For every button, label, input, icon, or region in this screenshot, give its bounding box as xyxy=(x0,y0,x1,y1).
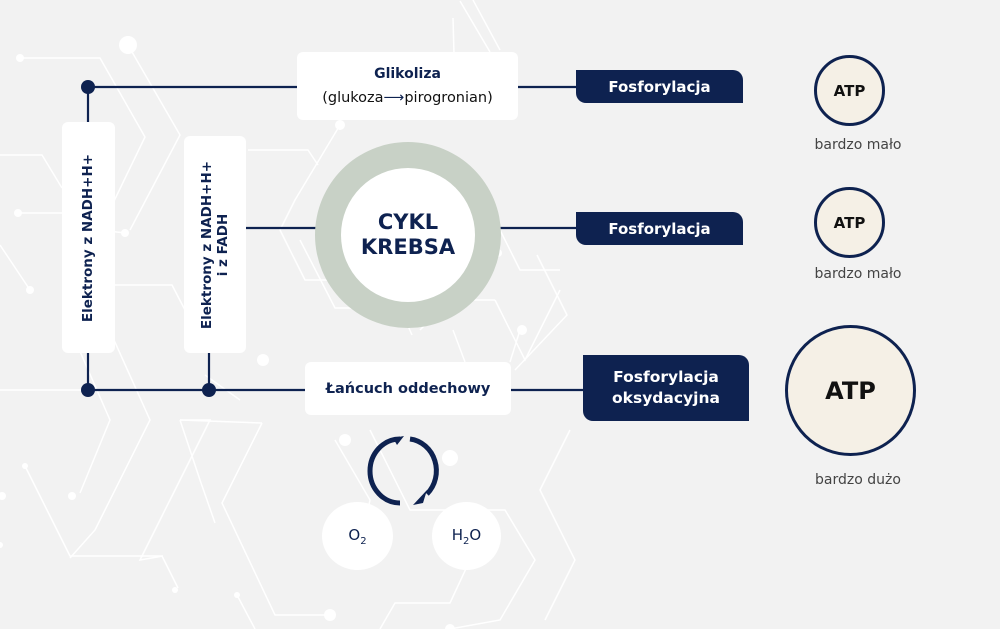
atp-amount-3: bardzo dużo xyxy=(815,472,901,488)
krebs-cycle-center: CYKL KREBSA xyxy=(341,168,475,302)
krebs-line1: CYKL xyxy=(377,210,439,234)
atp-label: ATP xyxy=(833,81,866,100)
oxidative-phosphorylation-line1: Fosforylacja xyxy=(613,368,719,386)
atp-label: ATP xyxy=(833,213,866,232)
oxidative-phosphorylation-box: Fosforylacja oksydacyjna xyxy=(583,355,749,421)
electrons-nadh-box: Elektrony z NADH+H+ xyxy=(62,122,115,353)
phosphorylation-label: Fosforylacja xyxy=(608,77,711,96)
respiratory-chain-label: Łańcuch oddechowy xyxy=(325,380,491,397)
atp-circle-1: ATP xyxy=(814,55,885,126)
oxidative-phosphorylation-line2: oksydacyjna xyxy=(612,389,720,407)
water-molecule: H2O xyxy=(432,502,501,570)
phosphorylation-box-2: Fosforylacja xyxy=(576,212,743,245)
glikoliza-substrate: (glukoza xyxy=(322,90,384,106)
electrons-nadh-fadh-label: Elektrony z NADH+H+ i z FADH xyxy=(199,160,231,328)
phosphorylation-label: Fosforylacja xyxy=(608,219,711,238)
atp-circle-3: ATP xyxy=(785,325,916,456)
oxygen-molecule: O2 xyxy=(322,502,393,570)
atp-circle-2: ATP xyxy=(814,187,885,258)
atp-amount-2: bardzo mało xyxy=(814,266,902,282)
atp-label: ATP xyxy=(825,376,876,405)
glikoliza-box: Glikoliza (glukoza⟶pirogronian) xyxy=(297,52,518,120)
water-formula: H2O xyxy=(451,525,482,547)
electrons-line1: Elektrony z NADH+H+ xyxy=(199,160,215,329)
phosphorylation-box-1: Fosforylacja xyxy=(576,70,743,103)
krebs-line2: KREBSA xyxy=(360,235,456,259)
glikoliza-title: Glikoliza xyxy=(374,66,441,82)
electrons-nadh-fadh-box: Elektrony z NADH+H+ i z FADH xyxy=(184,136,246,353)
atp-amount-1: bardzo mało xyxy=(814,137,902,153)
junction-dot xyxy=(81,80,95,94)
electrons-line2: i z FADH xyxy=(215,213,231,276)
junction-dot xyxy=(81,383,95,397)
electrons-nadh-label: Elektrony z NADH+H+ xyxy=(80,153,97,322)
glikoliza-subtitle: (glukoza⟶pirogronian) xyxy=(322,90,493,106)
arrow-right-icon: ⟶ xyxy=(383,90,405,106)
junction-dot xyxy=(202,383,216,397)
oxygen-formula: O2 xyxy=(348,525,367,547)
respiratory-chain-box: Łańcuch oddechowy xyxy=(305,362,511,415)
cycle-arrows-icon xyxy=(367,436,439,506)
glikoliza-product: pirogronian) xyxy=(404,90,493,106)
